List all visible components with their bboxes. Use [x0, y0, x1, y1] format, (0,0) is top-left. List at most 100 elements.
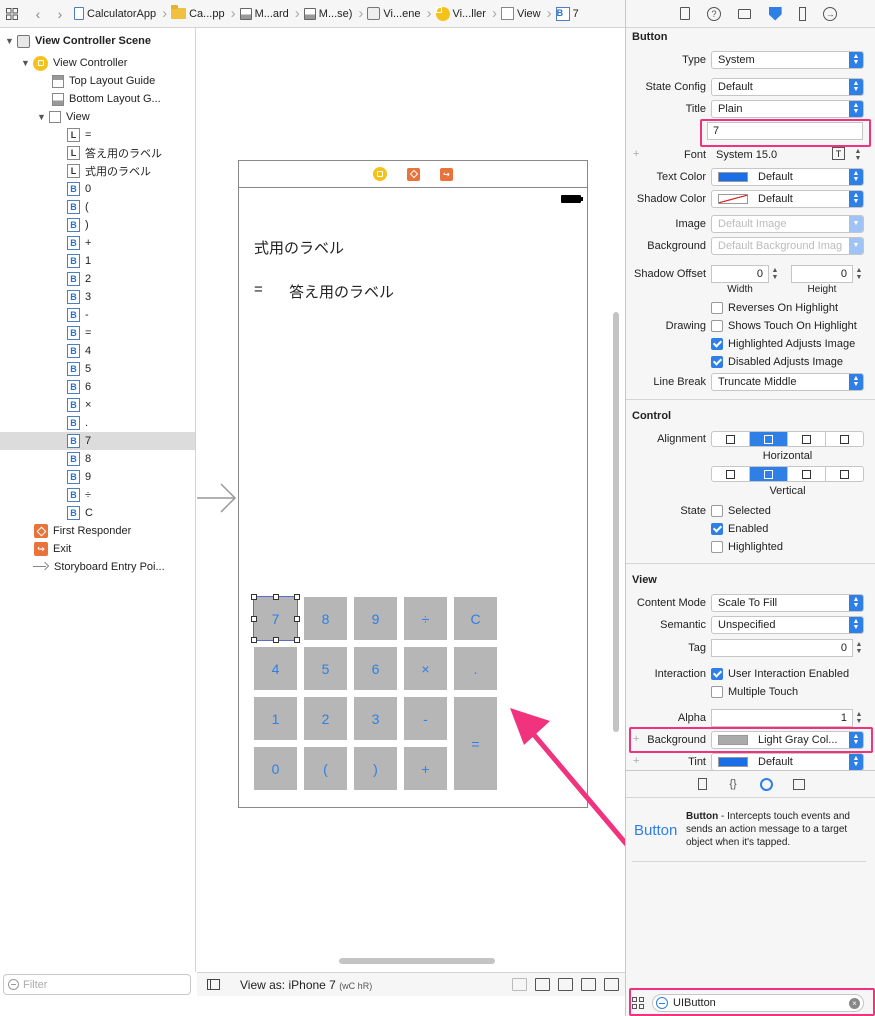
object-library-icon[interactable]: [759, 777, 773, 791]
align-center-icon[interactable]: [750, 432, 788, 446]
related-items-icon[interactable]: [4, 6, 20, 22]
quick-help-icon[interactable]: ?: [706, 6, 721, 21]
resize-handle[interactable]: [251, 637, 257, 643]
code-snippet-icon[interactable]: {}: [729, 778, 737, 790]
view-background-popup[interactable]: Light Gray Col...▲▼: [711, 731, 864, 749]
tint-popup[interactable]: Default▲▼: [711, 753, 864, 771]
add-variation-icon[interactable]: +: [633, 755, 640, 767]
connections-inspector-icon[interactable]: →: [823, 6, 838, 21]
forward-arrow-icon[interactable]: ›: [57, 5, 63, 22]
font-size-stepper[interactable]: ▲▼: [854, 148, 862, 162]
vertical-scrollbar[interactable]: [613, 312, 619, 732]
library-item-button[interactable]: Button Button - Intercepts touch events …: [632, 808, 866, 862]
key-2-button[interactable]: 2: [304, 697, 347, 740]
align-right-icon[interactable]: [788, 432, 826, 446]
align-fill-icon[interactable]: [826, 432, 863, 446]
align-left-icon[interactable]: [712, 432, 750, 446]
toggle-outline-icon[interactable]: [207, 979, 220, 990]
outline-label[interactable]: L=: [0, 126, 195, 144]
outline-button[interactable]: B(: [0, 198, 195, 216]
outline-scene[interactable]: ▼ View Controller Scene: [5, 34, 151, 48]
storyboard-canvas[interactable]: ↪ 式用のラベル = 答え用のラベル 7 8 9 ÷ C 4 5 6 × . 1…: [197, 28, 647, 972]
resize-handle[interactable]: [294, 594, 300, 600]
alpha-field[interactable]: 1: [711, 709, 853, 727]
resolve-issues-icon[interactable]: [604, 978, 619, 991]
update-frames-icon[interactable]: [512, 978, 527, 991]
resize-handle[interactable]: [251, 594, 257, 600]
key-3-button[interactable]: 3: [354, 697, 397, 740]
outline-first-responder[interactable]: First Responder: [0, 522, 195, 540]
title-type-popup[interactable]: Plain▲▼: [711, 100, 864, 118]
height-stepper[interactable]: ▲▼: [855, 267, 863, 281]
outline-bottom-layout-guide[interactable]: Bottom Layout G...: [0, 90, 195, 108]
outline-button[interactable]: B.: [0, 414, 195, 432]
outline-view-controller[interactable]: ▼ View Controller: [21, 55, 128, 71]
content-mode-popup[interactable]: Scale To Fill▲▼: [711, 594, 864, 612]
outline-button[interactable]: B-: [0, 306, 195, 324]
title-text-field[interactable]: 7: [707, 122, 863, 140]
outline-button[interactable]: B÷: [0, 486, 195, 504]
equals-label[interactable]: =: [254, 281, 263, 298]
breadcrumb-view[interactable]: View: [500, 7, 541, 20]
outline-button[interactable]: B): [0, 216, 195, 234]
view-controller-scene[interactable]: ↪ 式用のラベル = 答え用のラベル 7 8 9 ÷ C 4 5 6 × . 1…: [238, 160, 588, 808]
disclosure-triangle-icon[interactable]: ▼: [21, 58, 30, 68]
line-break-popup[interactable]: Truncate Middle▲▼: [711, 373, 864, 391]
formula-label[interactable]: 式用のラベル: [254, 239, 345, 257]
background-image-combo[interactable]: Default Background Imag▼: [711, 237, 864, 255]
reverses-on-highlight-checkbox[interactable]: Reverses On Highlight: [711, 302, 838, 314]
resize-handle[interactable]: [294, 637, 300, 643]
disclosure-triangle-icon[interactable]: ▼: [37, 112, 46, 122]
key-minus-button[interactable]: -: [404, 697, 447, 740]
media-library-icon[interactable]: [792, 778, 805, 790]
horizontal-alignment-control[interactable]: [711, 431, 864, 447]
shows-touch-checkbox[interactable]: Shows Touch On Highlight: [711, 320, 857, 332]
enabled-checkbox[interactable]: Enabled: [711, 523, 768, 535]
breadcrumb-view-controller[interactable]: Vi...ller: [435, 6, 486, 21]
width-stepper[interactable]: ▲▼: [771, 267, 779, 281]
font-field[interactable]: System 15.0: [716, 149, 778, 161]
key-decimal-button[interactable]: .: [454, 647, 497, 690]
shadow-width-field[interactable]: 0: [711, 265, 769, 283]
outline-view[interactable]: ▼ View: [37, 111, 90, 123]
outline-button[interactable]: B+: [0, 234, 195, 252]
embed-in-stack-icon[interactable]: [535, 978, 550, 991]
user-interaction-enabled-checkbox[interactable]: User Interaction Enabled: [711, 668, 849, 680]
key-0-button[interactable]: 0: [254, 747, 297, 790]
outline-button[interactable]: B×: [0, 396, 195, 414]
breadcrumb-storyboard[interactable]: M...ard: [239, 7, 289, 20]
horizontal-scrollbar[interactable]: [339, 958, 495, 964]
alpha-stepper[interactable]: ▲▼: [855, 711, 863, 725]
outline-button[interactable]: B=: [0, 324, 195, 342]
outline-top-layout-guide[interactable]: Top Layout Guide: [0, 72, 195, 90]
file-template-icon[interactable]: [697, 778, 707, 790]
text-color-popup[interactable]: Default▲▼: [711, 168, 864, 186]
back-arrow-icon[interactable]: ‹: [35, 5, 41, 22]
view-controller-icon[interactable]: [373, 167, 387, 181]
pin-icon[interactable]: [581, 978, 596, 991]
outline-exit[interactable]: ↪Exit: [0, 540, 195, 558]
key-5-button[interactable]: 5: [304, 647, 347, 690]
key-6-button[interactable]: 6: [354, 647, 397, 690]
breadcrumb-project[interactable]: CalculatorApp: [74, 7, 156, 20]
attributes-inspector-icon[interactable]: [768, 6, 782, 21]
add-variation-icon[interactable]: +: [633, 148, 640, 160]
align-vfill-icon[interactable]: [826, 467, 863, 481]
first-responder-icon[interactable]: [407, 167, 420, 181]
highlighted-checkbox[interactable]: Highlighted: [711, 541, 783, 553]
align-top-icon[interactable]: [712, 467, 750, 481]
file-inspector-icon[interactable]: [679, 7, 690, 20]
view-as-device[interactable]: View as: iPhone 7 (wC hR): [240, 977, 373, 992]
semantic-popup[interactable]: Unspecified▲▼: [711, 616, 864, 634]
breadcrumb-scene[interactable]: Vi...ene: [367, 7, 421, 20]
breadcrumb-storyboard-base[interactable]: M...se): [303, 7, 352, 20]
